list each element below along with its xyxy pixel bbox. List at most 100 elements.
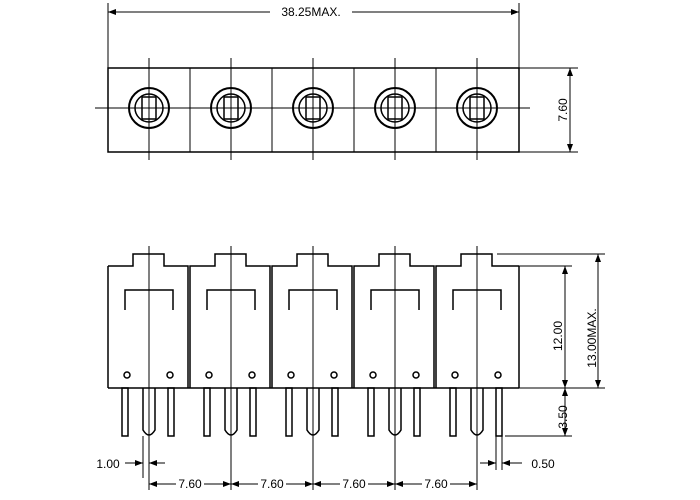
arrow-icon	[313, 481, 321, 487]
socket-slot	[141, 96, 157, 120]
socket-outer-ring	[292, 87, 334, 129]
label-background	[422, 476, 450, 490]
rivet-hole	[123, 371, 131, 379]
socket-slot	[223, 96, 239, 120]
arrow-icon	[595, 254, 601, 262]
pin-center	[470, 388, 484, 436]
arrow-icon	[502, 460, 510, 466]
front-cell-5	[435, 246, 519, 440]
top-height-label: 7.60	[556, 98, 570, 122]
contact-bracket	[288, 289, 338, 310]
arrow-icon	[395, 481, 403, 487]
pin-center	[306, 388, 320, 436]
socket-inner-ring	[298, 93, 328, 123]
overall-width-label: 38.25MAX.	[281, 5, 340, 19]
socket-outer-ring	[456, 87, 498, 129]
contact-bracket	[452, 289, 502, 310]
socket-1	[128, 58, 170, 160]
socket-slot	[387, 96, 403, 120]
arrow-icon	[387, 481, 395, 487]
front-cell-1	[108, 246, 189, 440]
pin-length-label: 3.50	[556, 405, 570, 429]
rivet-hole	[494, 371, 502, 379]
pitch-label-4: 7.60	[424, 477, 448, 491]
arrow-icon	[135, 460, 143, 466]
rivet-hole	[412, 371, 420, 379]
pin-right	[495, 387, 503, 437]
socket-inner-ring	[462, 93, 492, 123]
rivet-hole	[166, 371, 174, 379]
socket-outer-ring	[210, 87, 252, 129]
arrow-icon	[567, 68, 573, 76]
rivet-hole	[451, 371, 459, 379]
arrow-icon	[511, 9, 519, 15]
socket-4	[374, 58, 416, 160]
pin-right	[249, 387, 257, 437]
pin-width-label: 1.00	[96, 457, 120, 471]
arrow-icon	[149, 481, 157, 487]
front-cell-4	[353, 246, 435, 440]
pin-left	[121, 387, 129, 437]
socket-inner-ring	[134, 93, 164, 123]
pitch-label-3: 7.60	[342, 477, 366, 491]
arrow-icon	[488, 460, 496, 466]
socket-outer-ring	[128, 87, 170, 129]
cell-top-outline	[108, 253, 189, 388]
rivet-hole	[369, 371, 377, 379]
pin-center	[142, 388, 156, 436]
pin-right	[167, 387, 175, 437]
socket-inner-ring	[380, 93, 410, 123]
pitch-label-2: 7.60	[260, 477, 284, 491]
cell-top-outline	[271, 253, 353, 388]
front-cell-3	[271, 246, 353, 440]
arrow-icon	[562, 388, 568, 396]
pin-left	[367, 387, 375, 437]
arrow-icon	[562, 428, 568, 436]
cell-top-outline	[353, 253, 435, 388]
arrow-icon	[305, 481, 313, 487]
cell-top-outline	[189, 253, 271, 388]
label-background	[340, 476, 368, 490]
socket-slot	[469, 96, 485, 120]
arrow-icon	[108, 9, 116, 15]
pin-center	[388, 388, 402, 436]
pin-left	[449, 387, 457, 437]
label-background	[176, 476, 204, 490]
top-view: 38.25MAX.	[95, 3, 578, 160]
socket-2	[210, 58, 252, 160]
body-height-label: 12.00	[551, 321, 565, 351]
arrow-icon	[595, 380, 601, 388]
total-height-label: 13.00MAX.	[585, 308, 599, 367]
front-cell-2	[189, 246, 271, 440]
socket-outer-ring	[374, 87, 416, 129]
pin-right	[413, 387, 421, 437]
pin-left	[285, 387, 293, 437]
pin-left	[203, 387, 211, 437]
socket-3	[292, 58, 334, 160]
contact-bracket	[124, 289, 174, 310]
cell-top-outline	[435, 253, 519, 388]
front-view: 12.00 13.00MAX. 3.50 1.00 0.50	[96, 246, 605, 491]
pitch-label-1: 7.60	[178, 477, 202, 491]
contact-bracket	[370, 289, 420, 310]
rivet-hole	[330, 371, 338, 379]
label-background	[258, 476, 286, 490]
socket-slot	[305, 96, 321, 120]
arrow-icon	[469, 481, 477, 487]
pin-thickness-label: 0.50	[531, 457, 555, 471]
rivet-hole	[205, 371, 213, 379]
contact-bracket	[206, 289, 256, 310]
arrow-icon	[562, 380, 568, 388]
arrow-icon	[231, 481, 239, 487]
socket-inner-ring	[216, 93, 246, 123]
rivet-hole	[248, 371, 256, 379]
pin-center	[224, 388, 238, 436]
arrow-icon	[562, 266, 568, 274]
arrow-icon	[567, 144, 573, 152]
arrow-icon	[149, 460, 157, 466]
socket-5	[456, 58, 498, 160]
arrow-icon	[223, 481, 231, 487]
pin-right	[331, 387, 339, 437]
rivet-hole	[287, 371, 295, 379]
